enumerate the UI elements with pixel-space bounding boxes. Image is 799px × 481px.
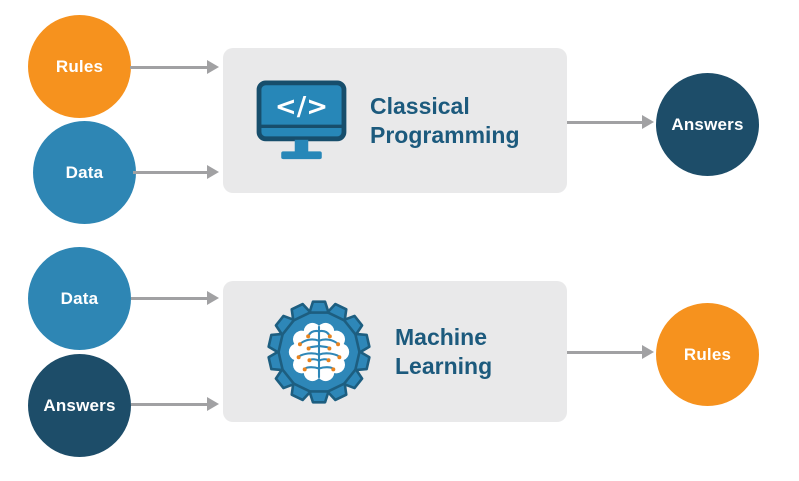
code-glyph: </> <box>275 92 328 122</box>
title-line2: Programming <box>370 121 520 148</box>
arrow-shaft <box>131 296 207 300</box>
node-answers-output: Answers <box>656 73 759 176</box>
arrow-head-icon <box>207 397 219 411</box>
gear-brain-icon <box>267 299 371 404</box>
arrow-classical-to-answers <box>567 115 654 129</box>
arrow-head-icon <box>207 60 219 74</box>
arrow-head-icon <box>642 115 654 129</box>
arrow-data-to-ml <box>131 291 219 305</box>
process-box-machine-learning: Machine Learning <box>223 281 567 422</box>
node-data-input-ml: Data <box>28 247 131 350</box>
node-rules-output: Rules <box>656 303 759 406</box>
node-rules-input: Rules <box>28 15 131 118</box>
arrow-head-icon <box>207 291 219 305</box>
title-line1: Classical <box>370 92 470 119</box>
arrow-shaft <box>133 170 207 174</box>
arrow-ml-to-rules <box>567 345 654 359</box>
arrow-head-icon <box>642 345 654 359</box>
process-box-classical-programming: </> Classical Programming <box>223 48 567 193</box>
arrow-shaft <box>131 402 207 406</box>
arrow-shaft <box>130 65 207 69</box>
node-label: Answers <box>43 395 116 415</box>
arrow-shaft <box>567 350 642 354</box>
title-line2: Learning <box>395 352 493 379</box>
node-label: Rules <box>55 56 104 76</box>
arrow-shaft <box>567 120 642 124</box>
arrow-data-to-classical <box>133 165 219 179</box>
node-data-input: Data <box>33 121 136 224</box>
node-label: Answers <box>671 114 744 134</box>
title-line1: Machine <box>395 323 488 350</box>
code-monitor-icon: </> <box>255 79 348 162</box>
process-title-classical-programming: Classical Programming <box>370 92 520 150</box>
process-title-machine-learning: Machine Learning <box>395 323 492 381</box>
arrow-head-icon <box>207 165 219 179</box>
node-label: Data <box>60 288 99 308</box>
node-label: Data <box>65 162 104 182</box>
arrow-rules-to-classical <box>130 60 219 74</box>
node-label: Rules <box>683 344 732 364</box>
circuit-dots <box>296 333 342 371</box>
node-answers-input-ml: Answers <box>28 354 131 457</box>
arrow-answers-to-ml <box>131 397 219 411</box>
